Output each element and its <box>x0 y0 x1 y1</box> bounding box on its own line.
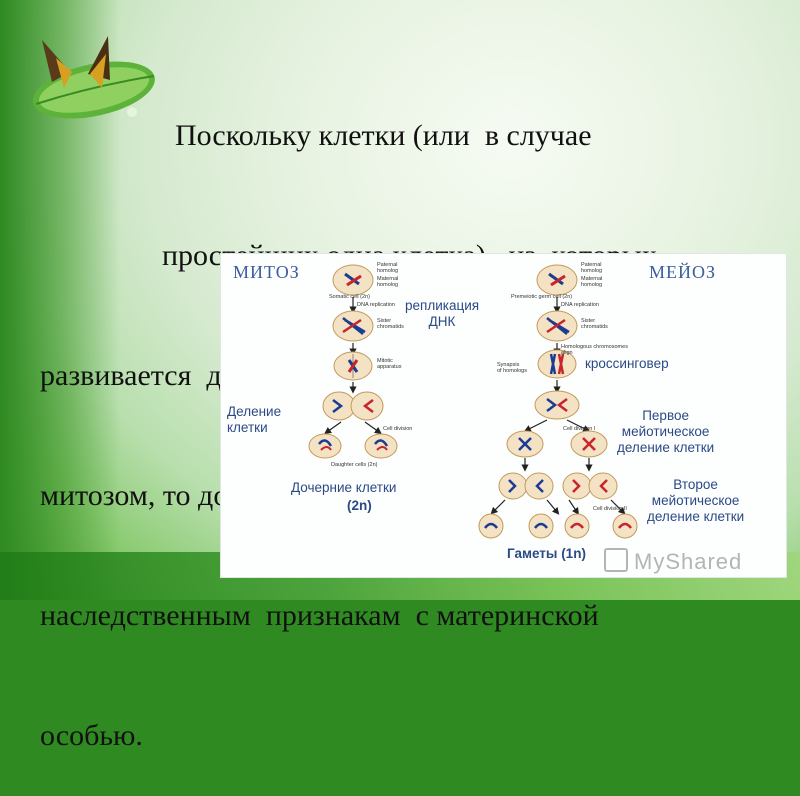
myshared-watermark: MyShared <box>604 548 784 580</box>
replication-label: репликация ДНК <box>405 298 480 329</box>
watermark-text: MyShared <box>634 549 743 574</box>
maternal-homolog-label-2: Maternal homolog <box>581 276 603 288</box>
synapsis-label: Synapsis of homologs <box>497 362 527 374</box>
text-line: наследственным признакам с материнской <box>40 599 599 632</box>
homologous-align-label: Homologous chromosomes align <box>561 344 628 356</box>
cell-division-2-label: Cell division II <box>593 506 627 512</box>
mitosis-metaphase-cell <box>333 351 373 381</box>
mitosis-meiosis-diagram: МИТОЗ МЕЙОЗ репликация ДНК кроссинговер … <box>220 253 787 578</box>
text-line: особью. <box>40 719 143 752</box>
meiosis-synapsis-cell <box>537 349 577 379</box>
cell-division-tiny-label: Cell division <box>383 426 413 432</box>
gametes-label: Гаметы (1n) <box>507 546 586 561</box>
cell-division-1-label: Cell division I <box>563 426 596 432</box>
diagram-drawing <box>308 264 638 539</box>
meiosis-division1-cell <box>534 390 580 420</box>
dna-replication-label-2: DNA replication <box>561 302 599 308</box>
mitosis-replicated-cell <box>332 310 374 342</box>
somatic-cell-label: Somatic cell (2n) <box>329 294 370 300</box>
first-meiotic-label: Первое мейотическое деление клетки <box>617 408 715 455</box>
meiosis-secondary-cells <box>506 430 608 458</box>
mitosis-dividing-cell <box>322 391 384 421</box>
text-line: Поскольку клетки (или в случае <box>175 119 592 152</box>
watermark-icon <box>604 548 628 572</box>
second-meiotic-label: Второе мейотическое деление клетки <box>647 477 745 524</box>
mitotic-apparatus-label: Mitotic apparatus <box>377 358 402 370</box>
sister-chromatids-label-2: Sister chromatids <box>581 318 608 330</box>
premeiotic-cell-label: Premeiotic germ cell (2n) <box>511 294 573 300</box>
daughter-ploidy-label: (2n) <box>347 498 372 513</box>
mitosis-somatic-cell <box>332 264 374 296</box>
meiosis-replicated-cell <box>536 310 578 342</box>
meiosis-germ-cell <box>536 264 578 296</box>
paternal-homolog-label-2: Paternal homolog <box>581 262 603 274</box>
mitosis-daughter-cells <box>308 433 398 459</box>
crossingover-label: кроссинговер <box>585 356 669 371</box>
butterfly-leaf-icon <box>33 36 155 119</box>
meiosis-title: МЕЙОЗ <box>649 262 717 282</box>
meiosis-division2-cells <box>498 472 618 500</box>
mitosis-title: МИТОЗ <box>233 262 300 282</box>
cell-division-label: Деление клетки <box>227 404 282 435</box>
meiosis-gametes <box>478 513 638 539</box>
sister-chromatids-label: Sister chromatids <box>377 318 404 330</box>
maternal-homolog-label: Maternal homolog <box>377 276 399 288</box>
daughter-cells-tiny-label: Daughter cells (2n) <box>331 462 378 468</box>
daughter-cells-label: Дочерние клетки <box>291 480 397 495</box>
paternal-homolog-label: Paternal homolog <box>377 262 399 274</box>
dna-replication-label: DNA replication <box>357 302 395 308</box>
